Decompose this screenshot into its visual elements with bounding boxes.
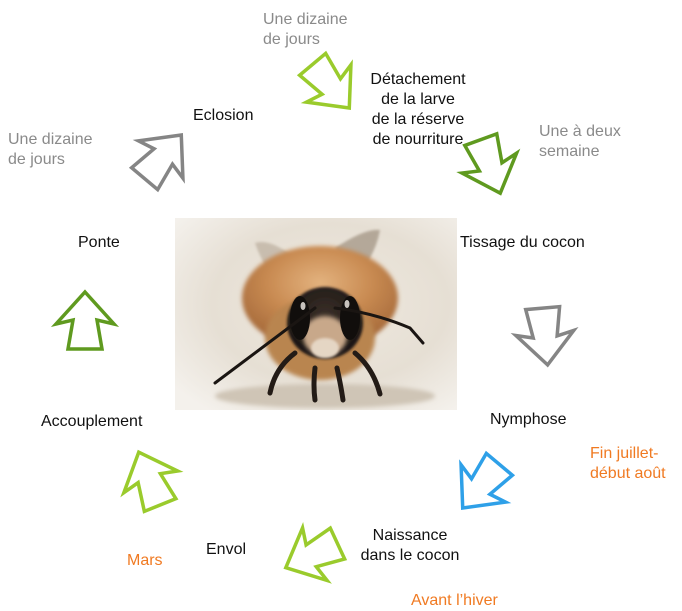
duration-naissance-period: Avant l’hiver	[411, 591, 498, 611]
arrow-tissage-to-nymphose-icon	[514, 306, 577, 368]
bee-photo	[175, 218, 457, 410]
arrow-accouplement-to-ponte-icon	[56, 292, 114, 349]
stage-tissage-du-cocon: Tissage du cocon	[460, 233, 585, 253]
duration-after-detachement: Une à deux semaine	[539, 122, 621, 162]
stage-envol: Envol	[206, 540, 246, 560]
arrow-envol-to-accouplement-icon	[112, 441, 187, 516]
arrow-ponte-to-eclosion-icon	[122, 116, 203, 197]
bee-image	[175, 218, 457, 410]
duration-nymphose-period: Fin juillet- début août	[590, 444, 666, 484]
stage-eclosion: Eclosion	[193, 106, 253, 126]
stage-ponte: Ponte	[78, 233, 120, 253]
arrow-nymphose-to-naissance-icon	[441, 446, 522, 527]
stage-nymphose: Nymphose	[490, 410, 566, 430]
duration-after-ponte: Une dizaine de jours	[8, 130, 93, 170]
duration-envol-period: Mars	[127, 551, 163, 571]
duration-after-eclosion: Une dizaine de jours	[263, 10, 348, 50]
stage-naissance-dans-le-cocon: Naissance dans le cocon	[345, 526, 475, 566]
stage-detachement: Détachement de la larve de la réserve de…	[348, 70, 488, 150]
stage-accouplement: Accouplement	[41, 412, 142, 432]
arrow-naissance-to-envol-icon	[274, 517, 350, 594]
